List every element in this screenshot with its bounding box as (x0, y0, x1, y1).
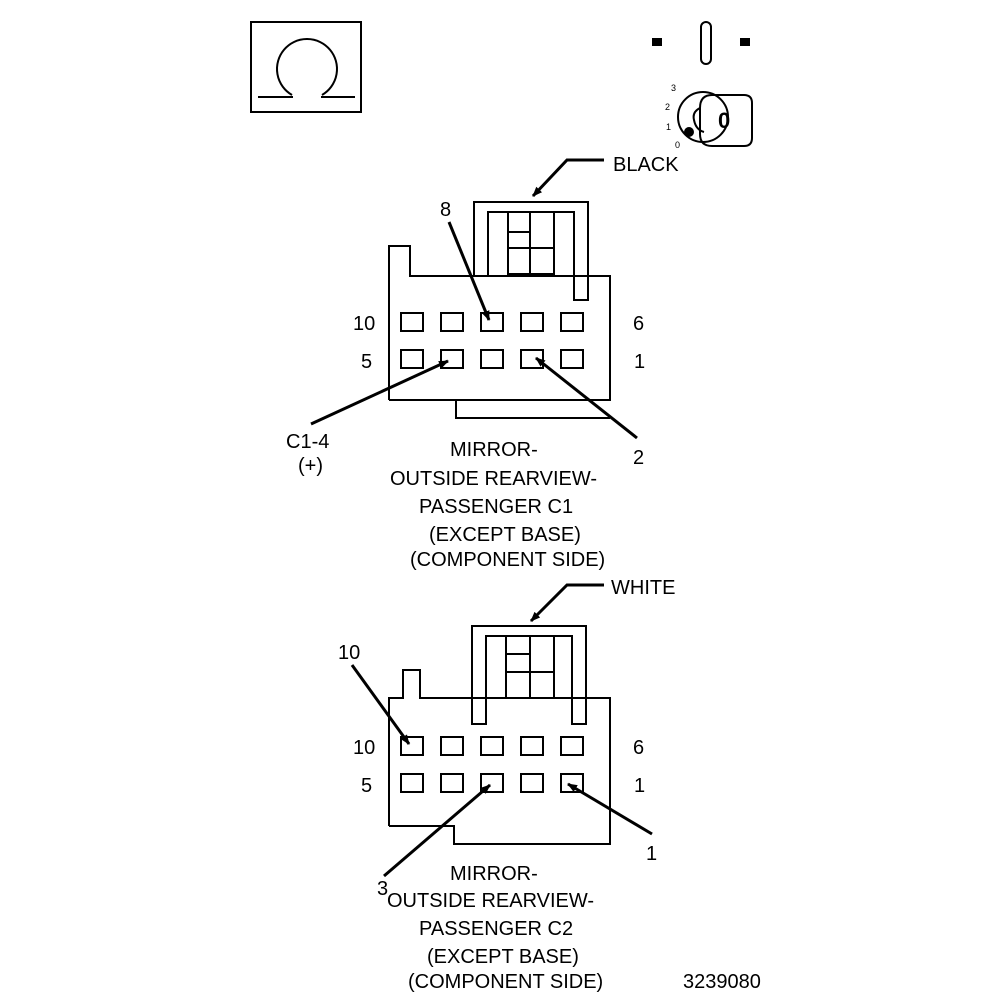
c2-pin-10-callout: 10 (338, 642, 360, 664)
c2-pin-5 (400, 773, 424, 793)
c1-pin-9 (440, 312, 464, 332)
c1-pin-4-polarity: (+) (298, 455, 323, 477)
c2-housing (388, 669, 611, 845)
c1-pin-4-leader (310, 359, 449, 426)
c2-pin-3-callout: 3 (377, 878, 388, 900)
c2-pin-1-leader (567, 782, 653, 836)
svg-text:OUTSIDE REARVIEW-: OUTSIDE REARVIEW- (387, 890, 594, 912)
c1-pin-4-callout: C1-4 (286, 431, 329, 453)
c2-pin-7 (520, 736, 544, 756)
key-label: 0 (718, 108, 730, 133)
c1-color-leader (531, 158, 604, 198)
key-position-0: 0 (675, 140, 680, 150)
c1-pin-8 (480, 312, 504, 332)
c1-pin-5 (400, 349, 424, 369)
c1-row-top-right-label: 6 (633, 313, 644, 335)
connector-c2: 10 6 5 1 WHITE 10 1 3 MIRROR- OUTSIDE RE… (338, 577, 675, 993)
c1-pin-6 (560, 312, 584, 332)
c1-pin-10 (400, 312, 424, 332)
svg-text:(COMPONENT SIDE): (COMPONENT SIDE) (410, 549, 605, 571)
omega-symbol-icon (250, 21, 362, 113)
c2-pin-10-leader (350, 664, 411, 745)
svg-text:MIRROR-: MIRROR- (450, 439, 538, 461)
c2-pin-1-callout: 1 (646, 843, 657, 865)
c2-row-top-left-label: 10 (353, 737, 375, 759)
c1-title: MIRROR- OUTSIDE REARVIEW- PASSENGER C1 (… (390, 439, 605, 571)
c1-color-label: BLACK (613, 154, 679, 176)
c2-pin-3-leader (383, 783, 491, 878)
svg-text:(EXCEPT BASE): (EXCEPT BASE) (429, 524, 581, 546)
c1-pin-2-leader (535, 356, 638, 440)
c1-pin-2-callout: 2 (633, 447, 644, 469)
key-position-1: 1 (666, 122, 671, 132)
c2-pin-4 (440, 773, 464, 793)
c1-pin-7 (520, 312, 544, 332)
c1-housing (388, 245, 611, 419)
c2-pin-9 (440, 736, 464, 756)
key-position-3: 3 (671, 83, 676, 93)
c1-row-bottom-right-label: 1 (634, 351, 645, 373)
c2-pin-6 (560, 736, 584, 756)
c1-pin-8-leader (447, 221, 491, 321)
c1-latch (473, 201, 589, 301)
c1-row-bottom-left-label: 5 (361, 351, 372, 373)
key-position-2: 2 (665, 102, 670, 112)
svg-text:PASSENGER C2: PASSENGER C2 (419, 918, 573, 940)
c2-pin-8 (480, 736, 504, 756)
c2-latch (471, 625, 587, 725)
svg-text:(EXCEPT BASE): (EXCEPT BASE) (427, 946, 579, 968)
c1-row-top-left-label: 10 (353, 313, 375, 335)
c1-pin-2 (520, 349, 544, 369)
c1-pin-3 (480, 349, 504, 369)
svg-text:OUTSIDE REARVIEW-: OUTSIDE REARVIEW- (390, 468, 597, 490)
figure-number: 3239080 (683, 971, 761, 993)
ignition-key-icon: 0 3 2 1 0 (652, 21, 753, 150)
c1-pin-8-callout: 8 (440, 199, 451, 221)
c2-row-top-right-label: 6 (633, 737, 644, 759)
c2-row-bottom-left-label: 5 (361, 775, 372, 797)
c2-color-leader (529, 583, 604, 623)
c1-pin-4 (440, 349, 464, 369)
svg-text:PASSENGER C1: PASSENGER C1 (419, 496, 573, 518)
c2-color-label: WHITE (611, 577, 675, 599)
svg-text:MIRROR-: MIRROR- (450, 863, 538, 885)
c1-pin-1 (560, 349, 584, 369)
connector-c1: 10 6 5 1 BLACK 8 C1-4 (+) 2 MIRROR- OUTS… (286, 154, 679, 571)
c2-title: MIRROR- OUTSIDE REARVIEW- PASSENGER C2 (… (387, 863, 603, 993)
c2-row-bottom-right-label: 1 (634, 775, 645, 797)
c2-pin-2 (520, 773, 544, 793)
svg-text:(COMPONENT SIDE): (COMPONENT SIDE) (408, 971, 603, 993)
